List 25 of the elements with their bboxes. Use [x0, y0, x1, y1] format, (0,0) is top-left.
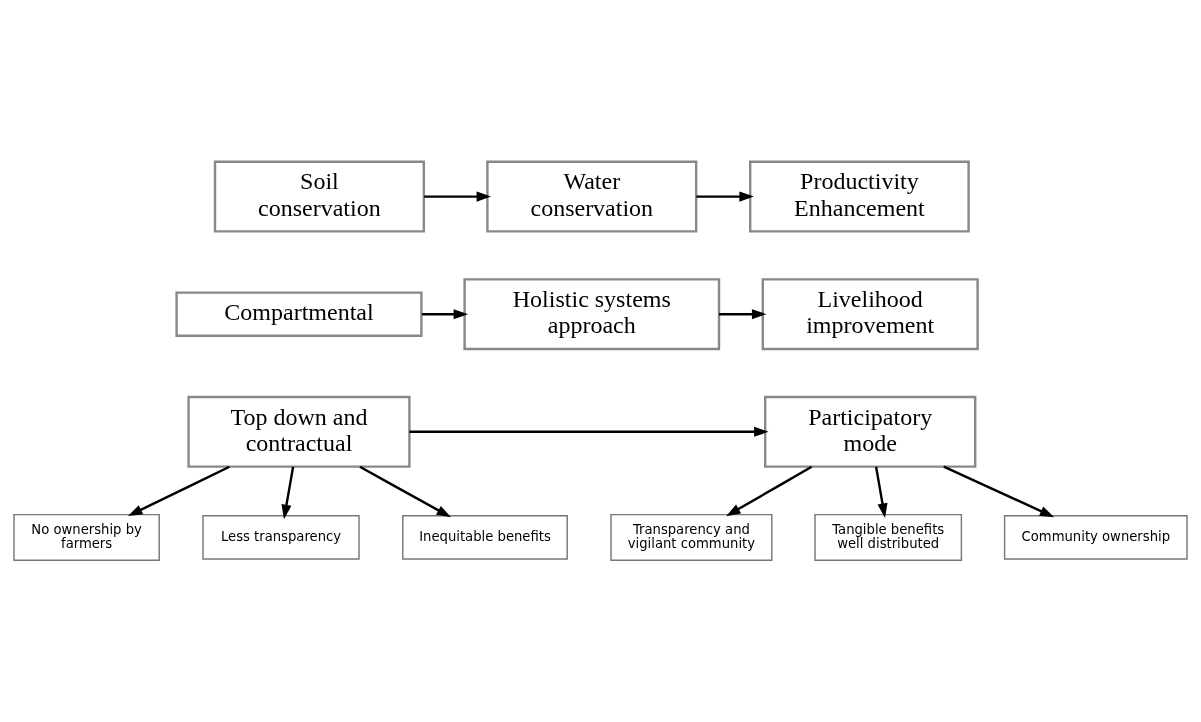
node-box: Livelihood improvement — [761, 278, 979, 351]
node-box: Community ownership — [1003, 515, 1188, 560]
arrow — [719, 309, 767, 320]
arrow — [409, 426, 769, 437]
node-box: Soil conservation — [213, 160, 425, 233]
arrow — [696, 191, 754, 202]
node-box: Participatory mode — [764, 395, 977, 468]
arrow — [421, 309, 469, 320]
arrow — [726, 465, 813, 517]
arrow — [281, 466, 295, 520]
arrow — [359, 465, 452, 518]
arrow — [943, 465, 1055, 518]
arrow — [127, 465, 230, 517]
node-box: Inequitable benefits — [402, 515, 568, 560]
node-box: Transparency and vigilant community — [610, 513, 773, 561]
node-box: Top down and contractual — [187, 395, 411, 468]
arrow — [874, 466, 888, 518]
node-box: Compartmental — [175, 291, 423, 337]
node-box: Water conservation — [486, 160, 698, 233]
node-box: Productivity Enhancement — [749, 160, 970, 233]
arrow — [424, 191, 492, 202]
node-box: Less transparency — [202, 515, 360, 560]
node-box: Holistic systems approach — [463, 278, 721, 351]
node-box: No ownership by farmers — [13, 513, 160, 561]
node-box: Tangible benefits well distributed — [814, 513, 963, 561]
